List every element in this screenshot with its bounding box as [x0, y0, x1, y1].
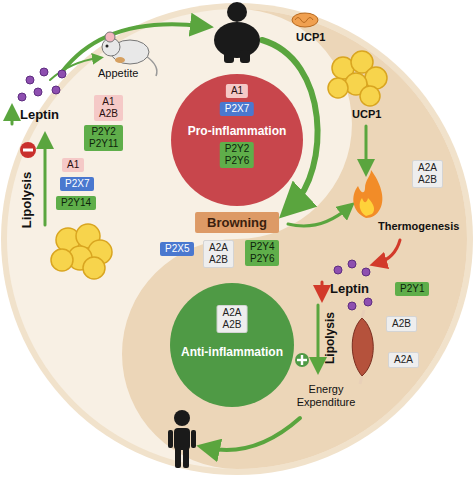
- box-label: P2X5: [165, 243, 189, 255]
- box-label: P2Y4 P2Y6: [250, 241, 274, 265]
- receptor-box: P2X7: [220, 102, 254, 116]
- box-label: A2A A2B: [418, 162, 437, 186]
- receptor-box: A2A A2B: [203, 240, 234, 268]
- muscle: [352, 310, 373, 384]
- anti-inflammation-circle: Anti-inflammation A2A A2B: [170, 283, 294, 407]
- text-label: Leptin: [330, 281, 369, 296]
- box-label: P2Y1: [400, 283, 424, 295]
- box-label: A2A: [394, 354, 413, 366]
- box-label: A1: [67, 159, 79, 171]
- yin-yang-ground: [1, 3, 473, 475]
- receptor-box: P2X5: [160, 242, 194, 256]
- mitochondrion: [292, 13, 318, 27]
- circle-heading: Pro-inflammation: [171, 124, 303, 138]
- box-label: P2Y2 P2Y6: [225, 143, 249, 167]
- box-label: A1: [231, 85, 243, 97]
- receptor-box: A1 A2B: [94, 95, 123, 121]
- box-label: P2Y2 P2Y11: [89, 126, 118, 150]
- leptin-dots: [18, 68, 372, 310]
- receptor-box: P2X7: [60, 177, 94, 191]
- receptor-box: A2A A2B: [412, 160, 443, 188]
- text-label: Thermogenesis: [378, 220, 459, 232]
- receptor-box: A2A A2B: [217, 305, 248, 333]
- text-label: Leptin: [20, 107, 59, 122]
- box-label: P2X7: [225, 103, 249, 115]
- receptor-box: A2A: [388, 352, 419, 368]
- fat-cells: [51, 51, 387, 279]
- browning-box: Browning: [195, 212, 279, 233]
- flow-arrows: [12, 24, 400, 450]
- text-label: UCP1: [296, 31, 325, 43]
- receptor-box: P2Y14: [56, 196, 96, 210]
- receptor-box: A2B: [386, 316, 417, 332]
- receptor-box: P2Y4 P2Y6: [245, 240, 279, 266]
- circle-heading: Anti-inflammation: [170, 345, 294, 359]
- box-label: A2B: [392, 318, 411, 330]
- receptor-box: A1: [62, 158, 84, 172]
- box-label: Browning: [207, 215, 267, 230]
- thin-person: [168, 410, 196, 468]
- flame: [353, 170, 382, 218]
- receptor-box: P2Y2 P2Y11: [84, 125, 123, 151]
- pro-inflammation-circle: Pro-inflammation A1P2X7P2Y2 P2Y6: [171, 74, 303, 206]
- rotated-label: Lipolysis: [323, 312, 337, 364]
- box-label: A2A A2B: [223, 307, 242, 331]
- text-label: UCP1: [352, 108, 381, 120]
- text-label: Appetite: [98, 67, 138, 79]
- text-label: Energy Expenditure: [290, 383, 362, 408]
- box-label: A2A A2B: [209, 242, 228, 266]
- rotated-label: Lipolysis: [19, 172, 34, 228]
- receptor-box: P2Y1: [395, 282, 429, 296]
- receptor-box: A1: [226, 84, 248, 98]
- receptor-box: P2Y2 P2Y6: [220, 142, 254, 168]
- box-label: P2Y14: [61, 197, 91, 209]
- obese-person: [214, 2, 260, 63]
- box-label: P2X7: [65, 178, 89, 190]
- box-label: A1 A2B: [99, 96, 118, 120]
